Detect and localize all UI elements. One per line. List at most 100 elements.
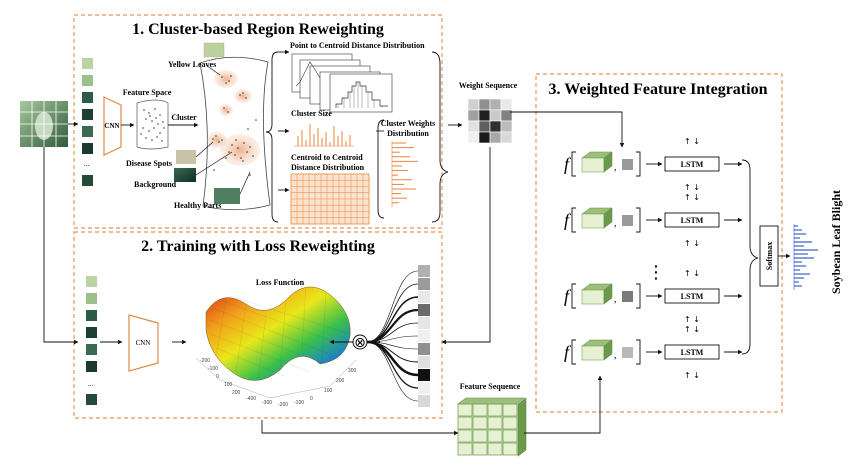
section2-box [73, 231, 443, 419]
patch-column-2: ... [86, 276, 97, 405]
f-symbol: f [564, 210, 572, 230]
weight-cell [467, 98, 480, 111]
loss-axis-ticks: -200-1000100200-400-300-200-100010020030… [200, 358, 357, 408]
weight-sequence-label: Weight Sequence [459, 81, 518, 90]
lstm-row: f,LSTM↑ ↓↑ ↓ [564, 193, 743, 248]
healthy-parts-label: Healthy Parts [174, 201, 221, 210]
lstm-label: LSTM [681, 160, 704, 169]
yellow-leaves-thumb [203, 42, 225, 58]
section3-title: 3. Weighted Feature Integration [549, 81, 768, 98]
axis-tick-label: -200 [200, 358, 210, 364]
fan-line [366, 308, 419, 344]
weight-cell [478, 120, 491, 133]
feature-cube-cell [472, 416, 488, 430]
axis-tick-label: -200 [278, 402, 288, 408]
feature-cube-cell [487, 442, 503, 456]
fan-line [366, 341, 419, 402]
weight-cell-2 [418, 395, 430, 407]
cluster-weights-label-2: Distribution [387, 129, 429, 138]
feature-cube-cell [472, 403, 488, 417]
lstm-row: f,LSTM↑ ↓↑ ↓ [564, 137, 743, 192]
comma: , [614, 350, 617, 361]
feature-space-points [140, 108, 165, 142]
weight-cell-2 [418, 278, 430, 290]
weight-fan-lines [366, 270, 419, 402]
weight-cell-2 [418, 356, 430, 368]
lstm-rows: f,LSTM↑ ↓↑ ↓f,LSTM↑ ↓↑ ↓f,LSTM↑ ↓↑ ↓f,LS… [564, 137, 743, 380]
axis-tick-label: 200 [232, 390, 241, 396]
feature-cube-cell [457, 429, 473, 443]
cluster-weights-label-1: Cluster Weights [381, 119, 436, 128]
cnn-label-1: CNN [104, 122, 119, 130]
feature-cube-cell [472, 429, 488, 443]
lstm-label: LSTM [681, 348, 704, 357]
bracket-right [636, 151, 641, 177]
fan-line [366, 341, 419, 389]
updown-arrows: ↑ ↓ [684, 239, 700, 248]
comma: , [614, 162, 617, 173]
feature-cube-cell [502, 416, 518, 430]
section2-title: 2. Training with Loss Reweighting [141, 238, 375, 255]
disease-spots-label: Disease Spots [126, 159, 172, 168]
feature-cube-cell [457, 403, 473, 417]
weight-square [622, 291, 633, 302]
cluster-a [234, 89, 252, 103]
healthy-parts-thumb [214, 188, 240, 204]
feature-cube-cell [502, 429, 518, 443]
updown-arrows: ↑ ↓ [684, 315, 700, 324]
updown-arrows: ↑ ↓ [684, 269, 700, 278]
weight-cell [500, 98, 513, 111]
weight-cell [500, 131, 513, 144]
bracket-right [636, 207, 641, 233]
axis-tick-label: -100 [208, 366, 218, 372]
output-class-label: Soybean Leaf Blight [829, 190, 843, 294]
c2c-label-1: Centroid to Centroid [291, 153, 363, 162]
cube-front [581, 213, 605, 229]
feature-cube-cell [457, 442, 473, 456]
fan-line [366, 270, 419, 343]
lstm-box [664, 288, 720, 304]
cluster-b [219, 104, 233, 116]
bracket-right [636, 283, 641, 309]
feature-cube-cell [502, 442, 518, 456]
patch-ellipsis-1: ... [84, 160, 90, 168]
cluster-size-label: Cluster Size [291, 109, 332, 118]
bracket-left [571, 283, 576, 309]
patch-column-1: ... [82, 58, 93, 186]
weight-cell [467, 131, 480, 144]
lstm-box [664, 156, 720, 172]
cluster-points [212, 75, 257, 176]
loss-function-label: Loss Function [256, 278, 305, 287]
weight-cell-2 [418, 265, 430, 277]
c2c-matrix-grid [290, 173, 370, 225]
cube-front [581, 345, 605, 361]
comma: , [614, 218, 617, 229]
point-centroid-label: Point to Centroid Distance Distribution [290, 41, 425, 50]
updown-arrows: ↑ ↓ [684, 183, 700, 192]
feature-space-label: Feature Space [123, 88, 172, 97]
c2c-label-2: Distance Distribution [291, 163, 365, 172]
feature-cube-cell [502, 403, 518, 417]
axis-tick-label: -300 [262, 400, 272, 406]
bracket-left [571, 151, 576, 177]
feature-sequence-cube [457, 397, 527, 457]
weight-cell [467, 120, 480, 133]
point-centroid-brace [431, 51, 449, 223]
cnn-block-1 [103, 96, 122, 156]
section1-box [73, 14, 443, 229]
weight-cell-2 [418, 330, 430, 342]
f-symbol: f [564, 342, 572, 362]
cnn-label-2: CNN [136, 339, 151, 347]
weight-cell [467, 109, 480, 122]
lstm-row: f,LSTM↑ ↓↑ ↓ [564, 269, 743, 324]
weight-cell [489, 98, 502, 111]
axis-tick-label: -400 [246, 396, 256, 402]
patch-ellipsis-2: ... [88, 380, 94, 388]
cluster-label: Cluster [171, 113, 197, 122]
cube-side [603, 283, 613, 305]
weight-cell-2 [418, 369, 430, 381]
cluster-brace [265, 51, 279, 223]
feature-sequence-label: Feature Sequence [460, 382, 521, 391]
axis-tick-label: 0 [216, 374, 219, 380]
bracket-left [571, 339, 576, 365]
